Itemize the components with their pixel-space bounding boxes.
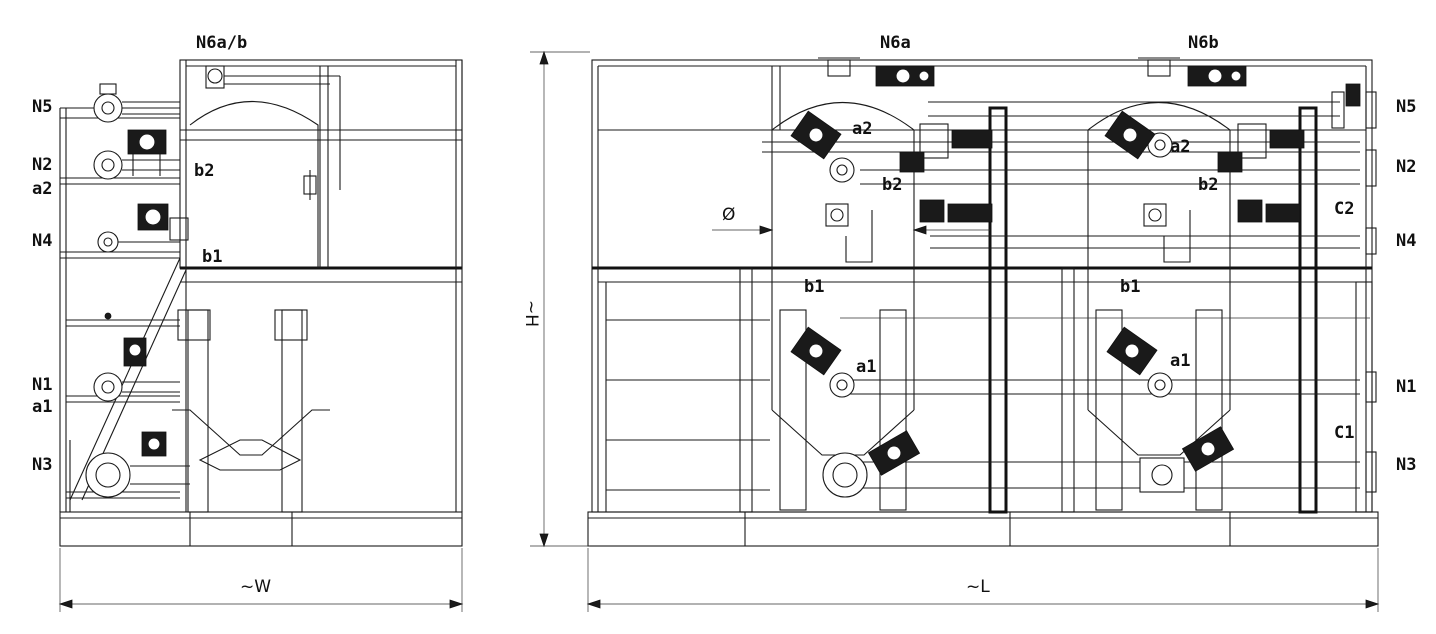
nozzle-label-a1-right: a1 xyxy=(1170,351,1190,371)
nozzle-label-front-n2: N2 xyxy=(1396,157,1416,177)
front-post-right xyxy=(1298,106,1318,514)
length-label: ~L xyxy=(966,577,990,597)
nozzle-label-n6ab: N6a/b xyxy=(196,33,247,53)
front-valve-n3-right xyxy=(1181,426,1235,472)
nozzle-label-n5: N5 xyxy=(32,97,52,117)
side-view: N5 N2 a2 N4 N1 a1 N3 N6a/b b2 b1 ~W xyxy=(32,33,464,612)
nozzle-label-b2-right: b2 xyxy=(1198,175,1218,195)
diameter-label: Ø xyxy=(722,205,735,225)
nozzle-label-n6a: N6a xyxy=(880,33,911,53)
width-label: ~W xyxy=(240,577,271,597)
nozzle-label-front-n5: N5 xyxy=(1396,97,1416,117)
front-left-panel xyxy=(605,282,770,512)
front-frame xyxy=(591,59,1373,513)
nozzle-label-a2: a2 xyxy=(32,179,52,199)
side-valve-a1 xyxy=(123,337,147,367)
front-view: N6a N6b N5 N2 N4 N1 N3 C2 C1 a2 a2 b2 b2… xyxy=(521,33,1416,612)
front-valve-n3-left xyxy=(867,430,921,476)
front-valve-a1-right xyxy=(1106,326,1158,376)
vessel-b xyxy=(1087,57,1231,511)
front-valve-a2-right xyxy=(1104,110,1156,160)
front-valve-a1-left xyxy=(790,326,842,376)
front-transmitter-left xyxy=(825,203,873,263)
front-transmitter-right xyxy=(1143,203,1191,263)
front-post-center xyxy=(988,106,1008,514)
side-upper-frame xyxy=(179,59,463,269)
nozzle-label-c2: C2 xyxy=(1334,199,1354,219)
front-valve-b2-left xyxy=(899,123,993,173)
nozzle-label-b2-left: b2 xyxy=(882,175,902,195)
front-valve-b1-right xyxy=(1237,199,1301,223)
nozzle-label-front-n4: N4 xyxy=(1396,231,1416,251)
nozzle-label-a2-right: a2 xyxy=(1170,137,1190,157)
nozzle-label-n3: N3 xyxy=(32,455,52,475)
nozzle-label-a1: a1 xyxy=(32,397,52,417)
front-valve-b2-right xyxy=(1217,123,1305,173)
front-valve-b1-left xyxy=(919,199,993,223)
nozzle-label-c1: C1 xyxy=(1334,423,1354,443)
front-valve-a2-left xyxy=(790,110,842,160)
nozzle-label-n1: N1 xyxy=(32,375,52,395)
nozzle-label-a1-left: a1 xyxy=(856,357,876,377)
nozzle-label-front-n3: N3 xyxy=(1396,455,1416,475)
side-valve-b1 xyxy=(137,203,189,241)
nozzle-label-b1-right: b1 xyxy=(1120,277,1140,297)
side-skid-base xyxy=(59,511,463,547)
nozzle-label-b1-left: b1 xyxy=(804,277,824,297)
height-label: ~H xyxy=(521,300,541,327)
nozzle-label-b2: b2 xyxy=(194,161,214,181)
nozzle-label-n4: N4 xyxy=(32,231,52,251)
front-valve-n6b xyxy=(1187,65,1247,87)
nozzle-label-n6b: N6b xyxy=(1188,33,1219,53)
side-vessel-head xyxy=(189,101,319,268)
nozzle-label-n2: N2 xyxy=(32,155,52,175)
nozzle-label-a2-left: a2 xyxy=(852,119,872,139)
nozzle-label-front-n1: N1 xyxy=(1396,377,1416,397)
nozzle-label-b1: b1 xyxy=(202,247,222,267)
side-valve-n3 xyxy=(141,431,167,457)
side-valve-n6 xyxy=(205,65,225,89)
front-valve-n6a xyxy=(875,65,935,87)
front-skid-base xyxy=(587,511,1379,547)
side-valve-a2 xyxy=(127,129,167,176)
